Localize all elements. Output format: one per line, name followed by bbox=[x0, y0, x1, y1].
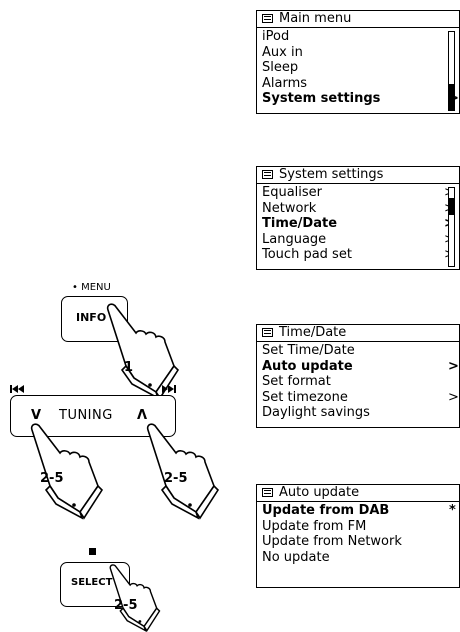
step-number: 2-5 bbox=[164, 471, 188, 486]
step-number: 2-5 bbox=[114, 598, 138, 613]
tuning-label: TUNING bbox=[59, 408, 113, 423]
screen-title-bar: Main menu bbox=[257, 11, 459, 28]
menu-item-set-format[interactable]: Set format bbox=[262, 374, 331, 389]
menu-item-set-timezone[interactable]: Set timezone> bbox=[262, 389, 459, 405]
menu-item-ipod[interactable]: iPod bbox=[262, 29, 290, 44]
menu-item-alarms[interactable]: Alarms bbox=[262, 75, 308, 91]
menu-icon bbox=[262, 14, 273, 23]
screen-auto-update: Auto update Update from DAB* Update from… bbox=[256, 484, 460, 588]
skip-forward-icon bbox=[162, 385, 176, 393]
skip-back-icon bbox=[10, 385, 24, 393]
tuning-up-icon[interactable]: Λ bbox=[137, 408, 148, 423]
info-button-label: INFO bbox=[76, 311, 107, 324]
stop-square-icon bbox=[89, 548, 96, 555]
menu-item-set-time-date[interactable]: Set Time/Date bbox=[262, 343, 355, 358]
screen-time-date: Time/Date Set Time/Date Auto update> Set… bbox=[256, 324, 460, 428]
screen-title: Time/Date bbox=[279, 325, 347, 340]
menu-item-daylight-savings[interactable]: Daylight savings bbox=[262, 405, 370, 420]
screen-title: System settings bbox=[279, 167, 384, 182]
step-number: 2-5 bbox=[40, 471, 64, 486]
menu-item-update-from-dab[interactable]: Update from DAB* bbox=[262, 503, 456, 518]
select-button-label: SELECT bbox=[71, 577, 113, 588]
menu-label: • MENU bbox=[72, 282, 111, 293]
screen-system-settings: System settings Equaliser> Network> Time… bbox=[256, 166, 460, 270]
menu-item-network[interactable]: Network> bbox=[262, 201, 459, 217]
menu-item-equaliser[interactable]: Equaliser> bbox=[262, 185, 459, 201]
scrollbar[interactable] bbox=[448, 187, 455, 267]
screen-title: Auto update bbox=[279, 485, 360, 500]
submenu-arrow: > bbox=[448, 358, 459, 374]
screen-title-bar: System settings bbox=[257, 167, 459, 184]
tuning-down-icon[interactable]: V bbox=[31, 408, 42, 423]
menu-icon bbox=[262, 488, 273, 497]
menu-item-update-from-network[interactable]: Update from Network bbox=[262, 534, 402, 549]
screen-title: Main menu bbox=[279, 11, 352, 26]
selected-marker: * bbox=[449, 503, 456, 518]
menu-icon bbox=[262, 170, 273, 179]
pointing-hand-icon bbox=[30, 423, 104, 520]
screen-title-bar: Auto update bbox=[257, 485, 459, 502]
screen-title-bar: Time/Date bbox=[257, 325, 459, 342]
submenu-arrow: > bbox=[448, 389, 459, 405]
pointing-hand-icon bbox=[109, 564, 161, 632]
menu-item-sleep[interactable]: Sleep bbox=[262, 60, 299, 75]
step-number: 1 bbox=[124, 360, 134, 375]
scrollbar-thumb[interactable] bbox=[449, 84, 454, 110]
menu-item-auto-update[interactable]: Auto update> bbox=[262, 358, 459, 374]
menu-icon bbox=[262, 328, 273, 337]
pointing-hand-icon bbox=[146, 423, 220, 520]
menu-item-system-settings[interactable]: System settings> bbox=[262, 91, 459, 107]
menu-item-no-update[interactable]: No update bbox=[262, 549, 330, 565]
scrollbar[interactable] bbox=[448, 31, 455, 111]
menu-item-aux-in[interactable]: Aux in bbox=[262, 44, 303, 60]
screen-main-menu: Main menu iPod Aux in Sleep Alarms Syste… bbox=[256, 10, 460, 114]
menu-item-time-date[interactable]: Time/Date> bbox=[262, 216, 459, 232]
menu-item-update-from-fm[interactable]: Update from FM bbox=[262, 518, 367, 534]
scrollbar-thumb[interactable] bbox=[449, 198, 454, 215]
menu-item-language[interactable]: Language> bbox=[262, 232, 459, 248]
menu-item-touch-pad-set[interactable]: Touch pad set> bbox=[262, 247, 459, 263]
